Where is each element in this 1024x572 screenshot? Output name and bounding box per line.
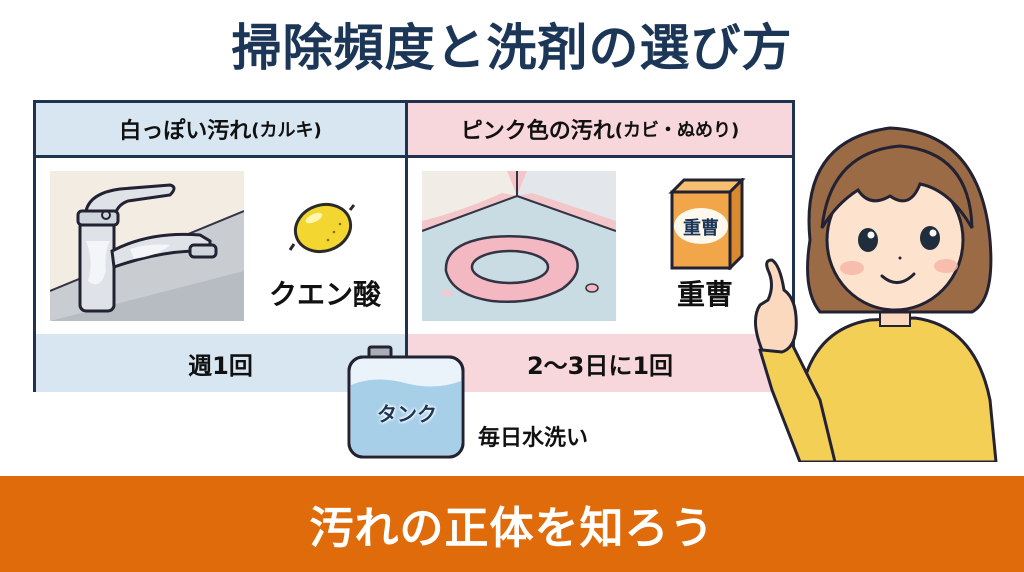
tank-icon	[347, 345, 465, 459]
header-sub: (カビ・ぬめり)	[614, 120, 740, 141]
header-main: 白っぽい汚れ	[119, 119, 252, 144]
tank-note: 毎日水洗い	[478, 426, 589, 451]
column-body: クエン酸	[36, 158, 405, 334]
pink-mold-illustration	[422, 171, 616, 321]
baking-soda-box-icon: 重曹	[668, 178, 746, 270]
column-pink-mold: ピンク色の汚れ (カビ・ぬめり)	[408, 103, 792, 392]
pointing-woman-illustration	[754, 126, 998, 462]
column-limescale: 白っぽい汚れ (カルキ)	[36, 103, 408, 392]
column-header: ピンク色の汚れ (カビ・ぬめり)	[408, 103, 792, 158]
comparison-table: 白っぽい汚れ (カルキ)	[33, 100, 795, 392]
agent-label: 重曹	[676, 278, 733, 311]
column-body: 重曹 重曹	[408, 158, 792, 334]
lemon-icon	[288, 202, 356, 254]
bottom-banner: 汚れの正体を知ろう	[0, 476, 1024, 572]
header-sub: (カルキ)	[251, 120, 322, 141]
agent-label: クエン酸	[268, 278, 381, 311]
page-title: 掃除頻度と洗剤の選び方	[231, 19, 793, 77]
header-main: ピンク色の汚れ	[460, 119, 615, 144]
frequency-cell: 2〜3日に1回	[408, 334, 792, 392]
frequency-cell: 週1回	[36, 334, 405, 392]
box-text: 重曹	[683, 217, 719, 239]
tank-label: タンク	[377, 402, 437, 426]
faucet-limescale-illustration	[50, 171, 244, 321]
column-header: 白っぽい汚れ (カルキ)	[36, 103, 405, 158]
